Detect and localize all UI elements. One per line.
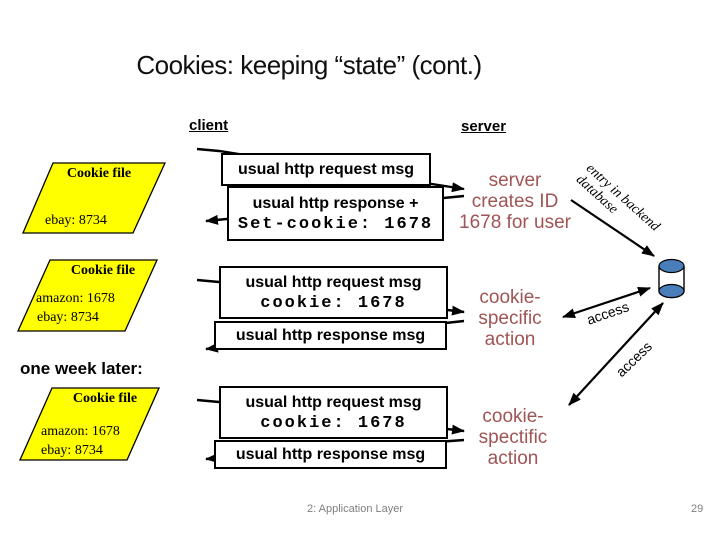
entry-arrow xyxy=(570,199,655,257)
server-label: server xyxy=(461,118,507,135)
note-line: cookie- xyxy=(479,287,541,308)
note-line: cookie- xyxy=(482,406,544,427)
one-week-later-label: one week later: xyxy=(20,359,143,378)
cookie-file-shape-3 xyxy=(18,387,161,461)
cookie-line: cookie: 1678 xyxy=(260,413,407,433)
database-icon xyxy=(658,258,685,299)
set-cookie-line: Set-cookie: 1678 xyxy=(237,214,434,234)
cookie-file-label-3: Cookie file xyxy=(72,391,138,406)
note-line: specific xyxy=(478,308,542,329)
client-label: client xyxy=(189,117,229,134)
footer-section-label: 2: Application Layer xyxy=(307,503,404,515)
note-line: server xyxy=(488,170,542,191)
note-line: 1678 for user xyxy=(459,212,571,233)
cookie-entry: ebay: 8734 xyxy=(37,310,99,325)
server-note-cookie-action-2: cookie- spectific action xyxy=(448,406,578,469)
note-line: creates ID xyxy=(471,191,559,212)
cookie-entry: amazon: 1678 xyxy=(36,291,115,306)
access-arrow-2 xyxy=(568,302,664,406)
note-line: action xyxy=(484,329,536,350)
note-line: action xyxy=(487,448,539,469)
cookie-file-shape-1 xyxy=(22,162,167,234)
message-box-request-1: usual http request msg xyxy=(221,153,431,186)
cookie-entry: ebay: 8734 xyxy=(45,213,107,228)
message-line: usual http request msg xyxy=(245,273,422,291)
message-line: usual http request msg xyxy=(237,161,415,178)
server-note-creates-id: server creates ID 1678 for user xyxy=(450,170,580,233)
message-line: usual http response + xyxy=(252,194,419,212)
cookie-file-label-2: Cookie file xyxy=(70,263,136,278)
message-box-request-3: usual http request msg cookie: 1678 xyxy=(219,386,448,439)
footer-page-number: 29 xyxy=(691,503,704,515)
cookie-line: cookie: 1678 xyxy=(260,293,407,313)
slide-title: Cookies: keeping “state” (cont.) xyxy=(136,50,482,80)
message-line: usual http response msg xyxy=(235,327,426,344)
note-line: spectific xyxy=(478,427,548,448)
cookie-file-label-1: Cookie file xyxy=(66,166,132,181)
message-box-response-1: usual http response + Set-cookie: 1678 xyxy=(227,186,444,241)
cookie-file-shape-2 xyxy=(16,259,159,332)
message-line: usual http request msg xyxy=(245,393,422,411)
cookie-entry: ebay: 8734 xyxy=(41,443,103,458)
server-note-cookie-action-1: cookie- specific action xyxy=(445,287,575,350)
message-box-response-3: usual http response msg xyxy=(214,440,447,469)
message-box-request-2: usual http request msg cookie: 1678 xyxy=(219,266,448,319)
message-line: usual http response msg xyxy=(235,446,426,463)
cookie-entry: amazon: 1678 xyxy=(41,424,120,439)
message-box-response-2: usual http response msg xyxy=(214,321,447,350)
